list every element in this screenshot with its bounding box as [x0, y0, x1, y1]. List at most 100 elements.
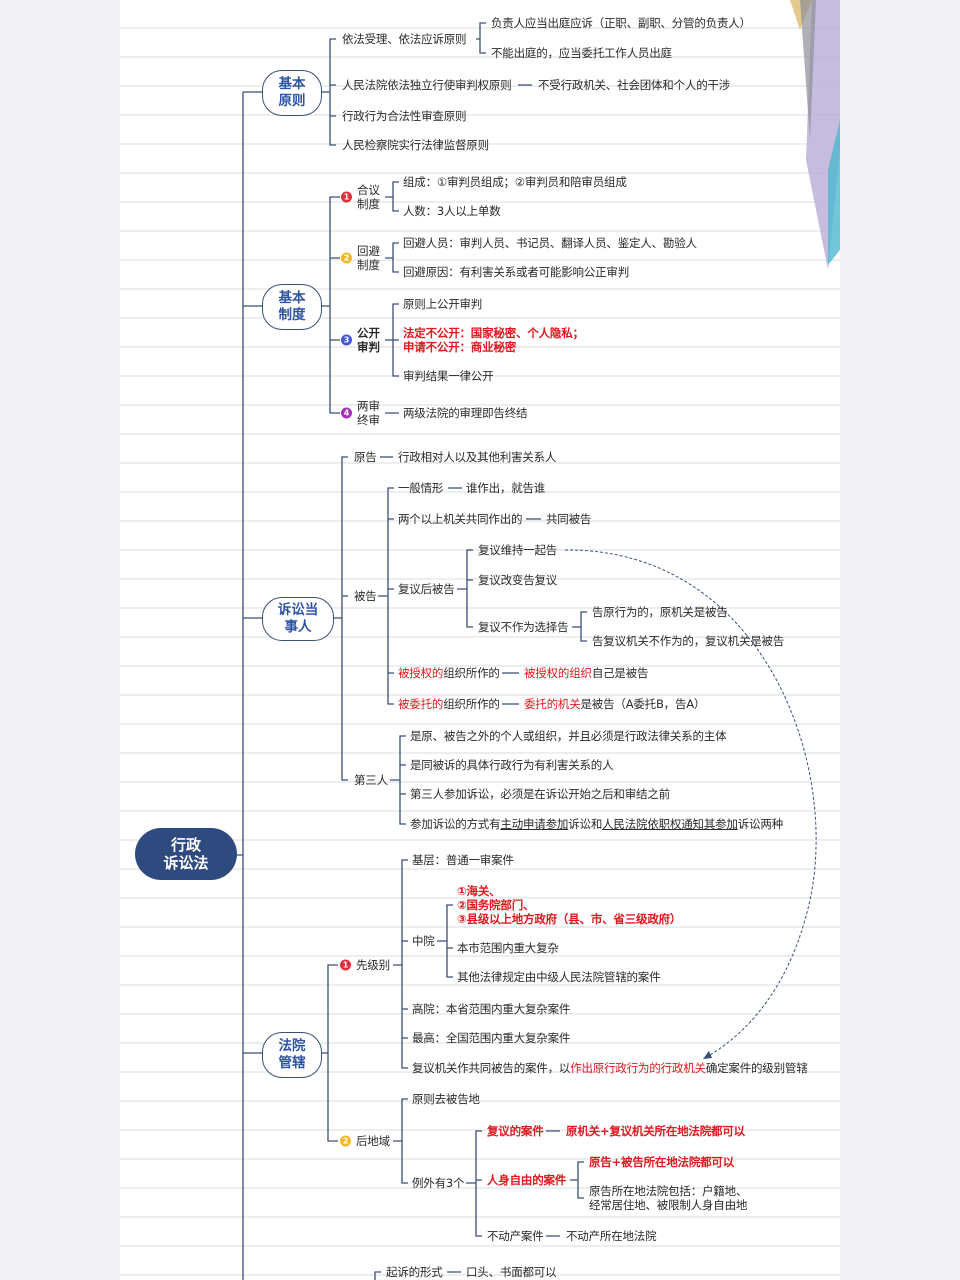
system-detail: 申请不公开：商业秘密	[403, 340, 516, 354]
text: 是被告（A委托B，告A）	[580, 697, 706, 711]
exception-detail: 不动产所在地法院	[566, 1229, 657, 1243]
text: 组织所作的	[443, 666, 500, 680]
root-line2: 诉讼法	[163, 854, 209, 872]
filing-form-detail: 口头、书面都可以	[466, 1265, 557, 1279]
text: 确定案件的级别管辖	[705, 1061, 808, 1075]
level-item: 复议机关作共同被告的案件，以作出原行政行为的行政机关确定案件的级别管辖	[412, 1061, 808, 1075]
system-detail: 两级法院的审理即告终结	[403, 406, 528, 420]
defendant-item: 两个以上机关共同作出的	[398, 512, 523, 526]
branch-label: 基本	[278, 76, 306, 92]
highlight: 被委托的	[398, 697, 444, 711]
mid-court-item: 其他法律规定由中级人民法院管辖的案件	[457, 970, 661, 984]
mindmap-canvas	[120, 0, 840, 1280]
decoration-shards	[790, 0, 840, 270]
exception-detail: 原机关+复议机关所在地法院都可以	[566, 1124, 745, 1138]
number-badge-icon: 2	[340, 1135, 351, 1147]
underlined-text: 人民法院依职权通知其参加	[602, 817, 738, 831]
review-item: 复议不作为选择告	[478, 620, 569, 634]
underlined-text: 主动申请参加	[500, 817, 569, 831]
number-badge-icon: 2	[341, 252, 352, 264]
system-label: 两审终审	[357, 399, 380, 427]
mid-court-item: ③县级以上地方政府（县、市、省三级政府）	[457, 912, 682, 926]
system-detail: 组成：①审判员组成；②审判员和陪审员组成	[403, 175, 627, 189]
system-label-line: 制度	[357, 197, 380, 211]
number-badge-icon: 3	[341, 334, 352, 346]
system-label-line: 公开	[357, 326, 380, 340]
third-party-item: 第三人参加诉讼，必须是在诉讼开始之后和审结之前	[410, 787, 670, 801]
system-label-line: 制度	[357, 258, 380, 272]
mid-court-item: ①海关、	[457, 884, 501, 898]
system-detail: 审判结果一律公开	[403, 369, 494, 383]
third-party-item: 参加诉讼的方式有主动申请参加诉讼和人民法院依职权通知其参加诉讼两种	[410, 817, 783, 831]
party-label: 第三人	[354, 773, 388, 787]
review-item: 复议改变告复议	[478, 573, 558, 587]
system-label-line: 合议	[357, 183, 380, 197]
root-node[interactable]: 行政诉讼法	[135, 828, 237, 880]
text: 诉讼两种	[737, 817, 783, 831]
highlight: 被授权的组织	[524, 666, 592, 680]
system-label: 合议制度	[357, 183, 380, 211]
highlight: 被授权的	[398, 666, 444, 680]
defendant-detail: 谁作出，就告谁	[466, 481, 546, 495]
third-party-item: 是原、被告之外的个人或组织，并且必须是行政法律关系的主体	[410, 729, 727, 743]
defendant-item: 被授权的组织所作的	[398, 666, 500, 680]
text: 组织所作的	[443, 697, 500, 711]
highlight: 作出原行政行为的行政机关	[570, 1061, 706, 1075]
jurisdiction-label: 后地域	[356, 1134, 390, 1148]
text: 复议机关作共同被告的案件，以	[412, 1061, 571, 1075]
branch-label: 基本	[278, 290, 306, 306]
party-label: 被告	[354, 589, 377, 603]
defendant-detail: 共同被告	[546, 512, 592, 526]
defendant-item: 复议后被告	[398, 582, 455, 596]
defendant-item: 被委托的组织所作的	[398, 697, 500, 711]
principle-item: 依法受理、依法应诉原则	[342, 32, 467, 46]
number-badge-icon: 1	[340, 959, 351, 971]
filing-form-item: 起诉的形式	[386, 1265, 443, 1279]
defendant-detail: 委托的机关是被告（A委托B，告A）	[524, 697, 705, 711]
defendant-detail: 被授权的组织自己是被告	[524, 666, 649, 680]
branch-label: 管辖	[278, 1055, 306, 1071]
principle-subitem: 负责人应当出庭应诉（正职、副职、分管的负责人）	[491, 16, 751, 30]
system-label: 回避制度	[357, 244, 380, 272]
principle-item: 人民检察院实行法律监督原则	[342, 138, 489, 152]
branch-basic-principles[interactable]: 基本原则	[262, 70, 322, 116]
exception-item: 复议的案件	[487, 1124, 544, 1138]
system-label-line: 回避	[357, 244, 380, 258]
branch-label: 事人	[284, 619, 312, 635]
principle-subitem: 不能出庭的，应当委托工作人员出庭	[491, 46, 672, 60]
branch-basic-systems[interactable]: 基本制度	[262, 284, 322, 330]
system-label-line: 终审	[357, 413, 380, 427]
branch-court-jurisdiction[interactable]: 法院管辖	[262, 1032, 322, 1078]
exception-item: 不动产案件	[487, 1229, 544, 1243]
number-badge-icon: 1	[341, 191, 352, 203]
level-item: 最高：全国范围内重大复杂案件	[412, 1031, 571, 1045]
system-label-line: 两审	[357, 399, 380, 413]
text: 诉讼和	[568, 817, 603, 831]
review-item: 复议维持一起告	[478, 543, 558, 557]
level-item: 中院	[412, 934, 435, 948]
system-detail: 回避原因：有利害关系或者可能影响公正审判	[403, 265, 629, 279]
level-item: 高院：本省范围内重大复杂案件	[412, 1002, 571, 1016]
branch-litigation-parties[interactable]: 诉讼当事人	[262, 597, 334, 641]
system-label: 公开审判	[357, 326, 380, 354]
third-party-item: 是同被诉的具体行政行为有利害关系的人	[410, 758, 614, 772]
system-detail: 原则上公开审判	[403, 297, 483, 311]
system-label-line: 审判	[357, 340, 380, 354]
text: 自己是被告	[591, 666, 649, 680]
principle-item: 行政行为合法性审查原则	[342, 109, 467, 123]
exception-detail: 原告所在地法院包括：户籍地、	[589, 1184, 748, 1198]
text: 参加诉讼的方式有	[410, 817, 501, 831]
branch-label: 法院	[278, 1038, 306, 1054]
party-label: 原告	[354, 450, 377, 464]
system-detail: 回避人员：审判人员、书记员、翻译人员、鉴定人、勘验人	[403, 236, 697, 250]
mid-court-item: ②国务院部门、	[457, 898, 535, 912]
jurisdiction-label: 先级别	[356, 958, 390, 972]
root-line1: 行政	[170, 836, 201, 854]
review-subitem: 告复议机关不作为的，复议机关是被告	[592, 634, 785, 648]
branch-label: 原则	[278, 93, 306, 109]
number-badge-icon: 4	[341, 407, 352, 419]
exception-item: 人身自由的案件	[487, 1173, 567, 1187]
level-item: 基层：普通一审案件	[412, 853, 514, 867]
system-detail: 人数：3人以上单数	[403, 204, 501, 218]
exception-detail: 原告+被告所在地法院都可以	[589, 1155, 735, 1169]
